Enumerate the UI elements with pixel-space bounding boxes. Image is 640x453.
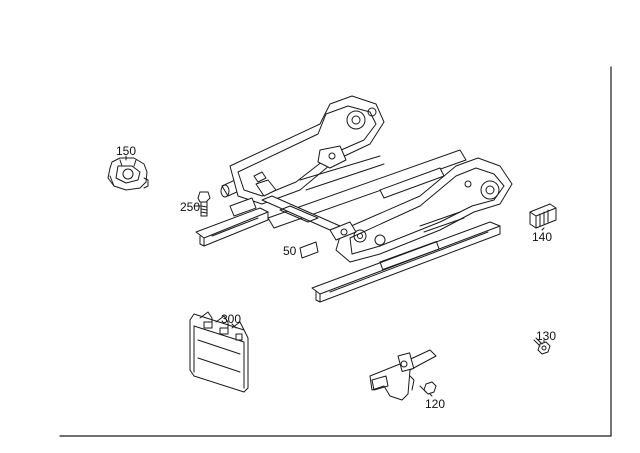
frame-border [59, 66, 612, 437]
part-50-seat-frame [195, 95, 513, 303]
part-130-screw [533, 337, 551, 355]
callout-140: 140 [532, 230, 553, 244]
part-120-bracket [369, 349, 437, 401]
callout-120: 120 [425, 397, 446, 411]
part-300-control-unit [189, 311, 249, 393]
part-150-motor [107, 157, 149, 191]
part-250-bolt [197, 191, 211, 217]
leader-lines [125, 155, 545, 397]
callout-130: 130 [536, 329, 557, 343]
part-140-cap [529, 203, 557, 229]
callout-50: 50 [283, 244, 297, 258]
callout-250: 250 [180, 200, 201, 214]
callout-300: 300 [221, 312, 242, 326]
callout-150: 150 [116, 144, 137, 158]
